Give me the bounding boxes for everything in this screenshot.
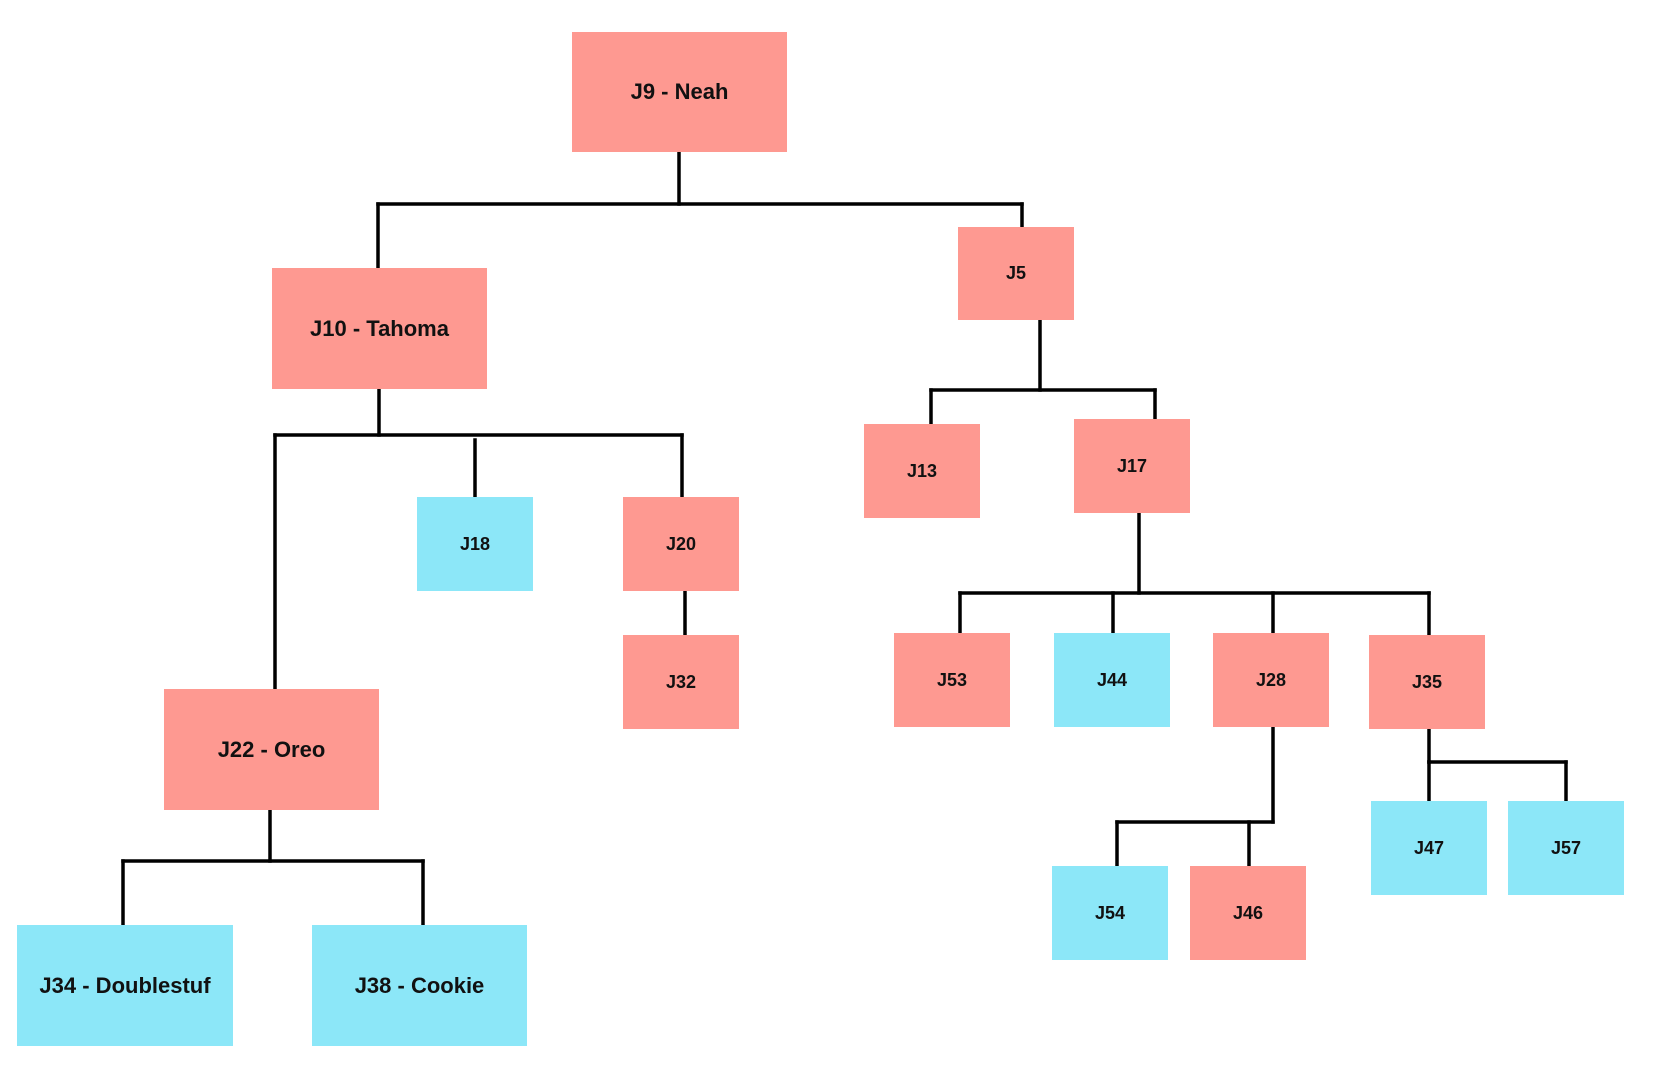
node-J35: J35 <box>1369 635 1485 729</box>
node-J20: J20 <box>623 497 739 591</box>
node-J57: J57 <box>1508 801 1624 895</box>
node-label: J22 - Oreo <box>217 736 326 762</box>
node-J54: J54 <box>1052 866 1168 960</box>
node-label: J34 - Doublestuf <box>39 972 211 998</box>
node-label: J47 <box>1413 837 1445 858</box>
node-label: J10 - Tahoma <box>310 315 449 341</box>
node-label: J20 <box>665 533 697 554</box>
node-J9: J9 - Neah <box>572 32 787 152</box>
node-label: J53 <box>936 669 968 690</box>
node-label: J17 <box>1116 455 1148 476</box>
node-label: J57 <box>1550 837 1582 858</box>
node-J28: J28 <box>1213 633 1329 727</box>
node-J5: J5 <box>958 227 1074 320</box>
node-J10: J10 - Tahoma <box>272 268 487 389</box>
node-J47: J47 <box>1371 801 1487 895</box>
node-label: J46 <box>1232 902 1264 923</box>
node-J46: J46 <box>1190 866 1306 960</box>
node-label: J5 <box>1005 263 1027 283</box>
node-label: J18 <box>459 533 491 554</box>
node-J44: J44 <box>1054 633 1170 727</box>
node-J53: J53 <box>894 633 1010 727</box>
node-label: J28 <box>1255 669 1287 690</box>
node-label: J44 <box>1096 669 1128 690</box>
node-J34: J34 - Doublestuf <box>17 925 233 1046</box>
node-J38: J38 - Cookie <box>312 925 527 1046</box>
node-label: J13 <box>906 460 938 481</box>
node-J18: J18 <box>417 497 533 591</box>
node-label: J35 <box>1411 671 1443 692</box>
node-J32: J32 <box>623 635 739 729</box>
node-label: J54 <box>1094 902 1126 923</box>
node-J17: J17 <box>1074 419 1190 513</box>
node-J22: J22 - Oreo <box>164 689 379 810</box>
node-label: J9 - Neah <box>630 79 729 104</box>
node-label: J38 - Cookie <box>354 972 485 998</box>
node-J13: J13 <box>864 424 980 518</box>
node-label: J32 <box>665 671 697 692</box>
